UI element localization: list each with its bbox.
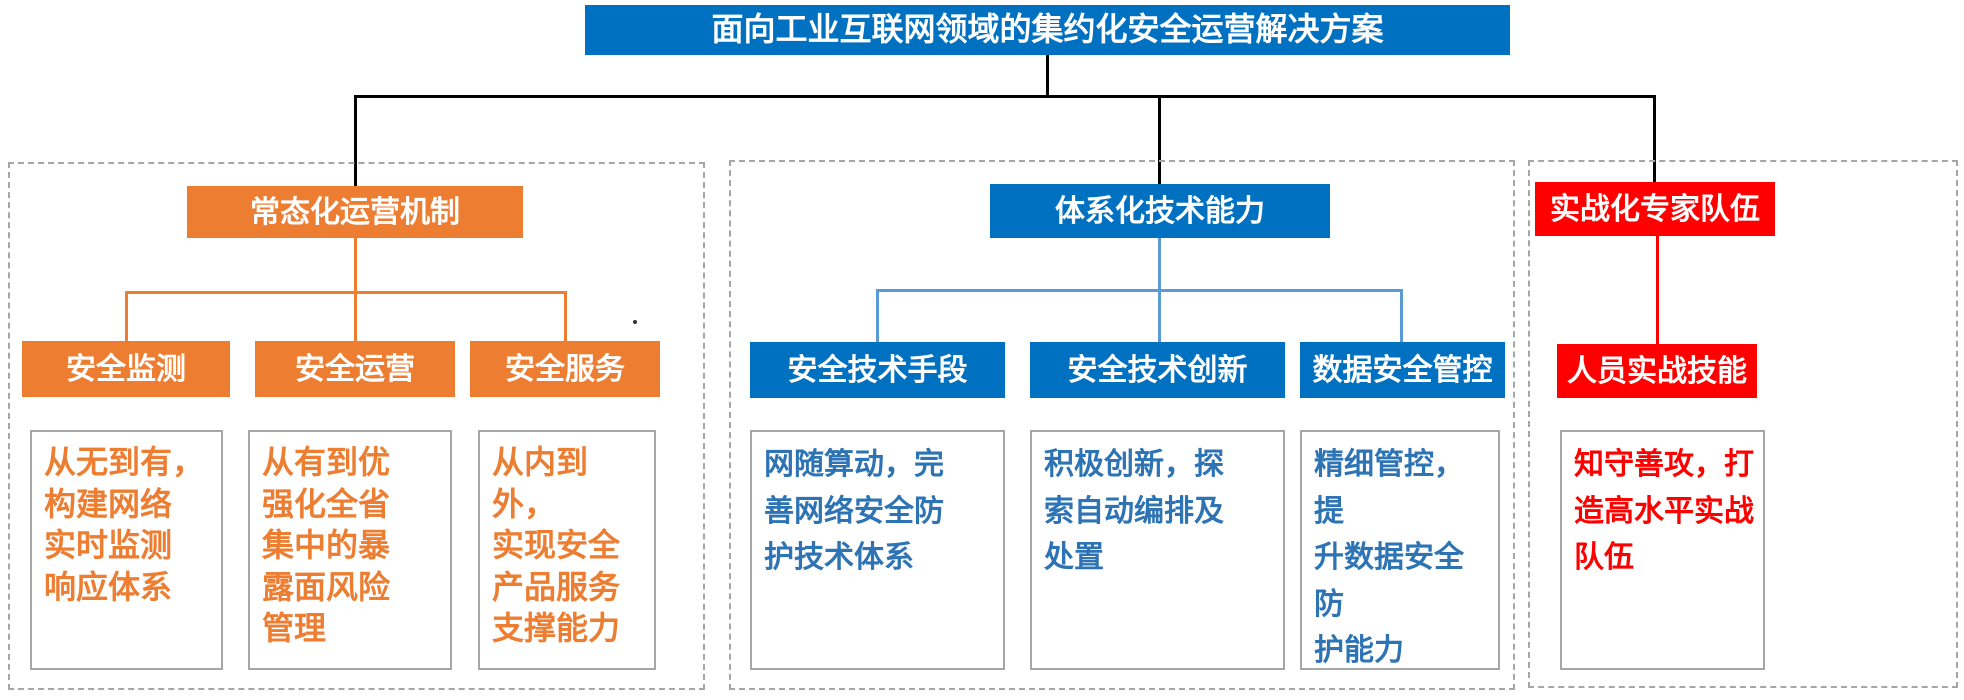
desc-security-operations: 从有到优 强化全省 集中的暴 露面风险 管理 bbox=[248, 430, 452, 670]
subbox-data-security-control: 数据安全管控 bbox=[1300, 342, 1505, 398]
subbox-security-monitoring: 安全监测 bbox=[22, 341, 230, 397]
desc-data-security-control: 精细管控，提 升数据安全防 护能力 bbox=[1300, 430, 1500, 670]
diagram-title-text: 面向工业互联网领域的集约化安全运营解决方案 bbox=[711, 11, 1384, 48]
connector-drop-experts bbox=[1653, 95, 1656, 184]
branch-header-operations: 常态化运营机制 bbox=[187, 186, 523, 238]
subbox-security-monitoring-text: 安全监测 bbox=[66, 352, 186, 386]
branch-header-technology-text: 体系化技术能力 bbox=[1055, 194, 1265, 228]
branch-header-operations-text: 常态化运营机制 bbox=[250, 195, 460, 229]
connector-title-stem bbox=[1046, 55, 1049, 97]
connector-technology-drop-1 bbox=[876, 289, 879, 344]
desc-security-tech-innovation: 积极创新，探 索自动编排及 处置 bbox=[1030, 430, 1285, 670]
branch-header-technology: 体系化技术能力 bbox=[990, 184, 1330, 238]
connector-drop-technology bbox=[1158, 95, 1161, 186]
desc-personnel-combat-skills: 知守善攻，打 造高水平实战 队伍 bbox=[1560, 430, 1765, 670]
connector-operations-drop-1 bbox=[125, 291, 128, 343]
connector-technology-rail bbox=[876, 289, 1403, 292]
stray-period-dot bbox=[633, 320, 637, 324]
subbox-security-services: 安全服务 bbox=[470, 341, 660, 397]
subbox-security-operations-text: 安全运营 bbox=[295, 352, 415, 386]
branch-header-experts: 实战化专家队伍 bbox=[1535, 182, 1775, 236]
connector-drop-operations bbox=[354, 95, 357, 188]
technology-panel bbox=[729, 160, 1515, 690]
diagram-title: 面向工业互联网领域的集约化安全运营解决方案 bbox=[585, 5, 1510, 55]
branch-header-experts-text: 实战化专家队伍 bbox=[1550, 192, 1760, 226]
connector-operations-stem bbox=[354, 238, 357, 343]
subbox-security-tech-means: 安全技术手段 bbox=[750, 342, 1005, 398]
connector-technology-drop-3 bbox=[1400, 289, 1403, 344]
connector-title-rail bbox=[354, 95, 1656, 98]
experts-panel bbox=[1528, 160, 1958, 688]
desc-security-services: 从内到外， 实现安全 产品服务 支撑能力 bbox=[478, 430, 656, 670]
subbox-data-security-control-text: 数据安全管控 bbox=[1312, 353, 1493, 387]
subbox-personnel-combat-skills-text: 人员实战技能 bbox=[1567, 354, 1747, 388]
subbox-security-operations: 安全运营 bbox=[255, 341, 455, 397]
connector-operations-rail bbox=[125, 291, 567, 294]
subbox-personnel-combat-skills: 人员实战技能 bbox=[1557, 344, 1757, 398]
subbox-security-tech-means-text: 安全技术手段 bbox=[787, 353, 968, 387]
desc-security-monitoring: 从无到有， 构建网络 实时监测 响应体系 bbox=[30, 430, 223, 670]
connector-operations-drop-3 bbox=[564, 291, 567, 343]
subbox-security-tech-innovation: 安全技术创新 bbox=[1030, 342, 1285, 398]
desc-security-tech-means: 网随算动，完 善网络安全防 护技术体系 bbox=[750, 430, 1005, 670]
subbox-security-services-text: 安全服务 bbox=[505, 352, 625, 386]
operations-panel bbox=[8, 162, 705, 690]
subbox-security-tech-innovation-text: 安全技术创新 bbox=[1067, 353, 1248, 387]
connector-experts-stem bbox=[1656, 236, 1659, 344]
